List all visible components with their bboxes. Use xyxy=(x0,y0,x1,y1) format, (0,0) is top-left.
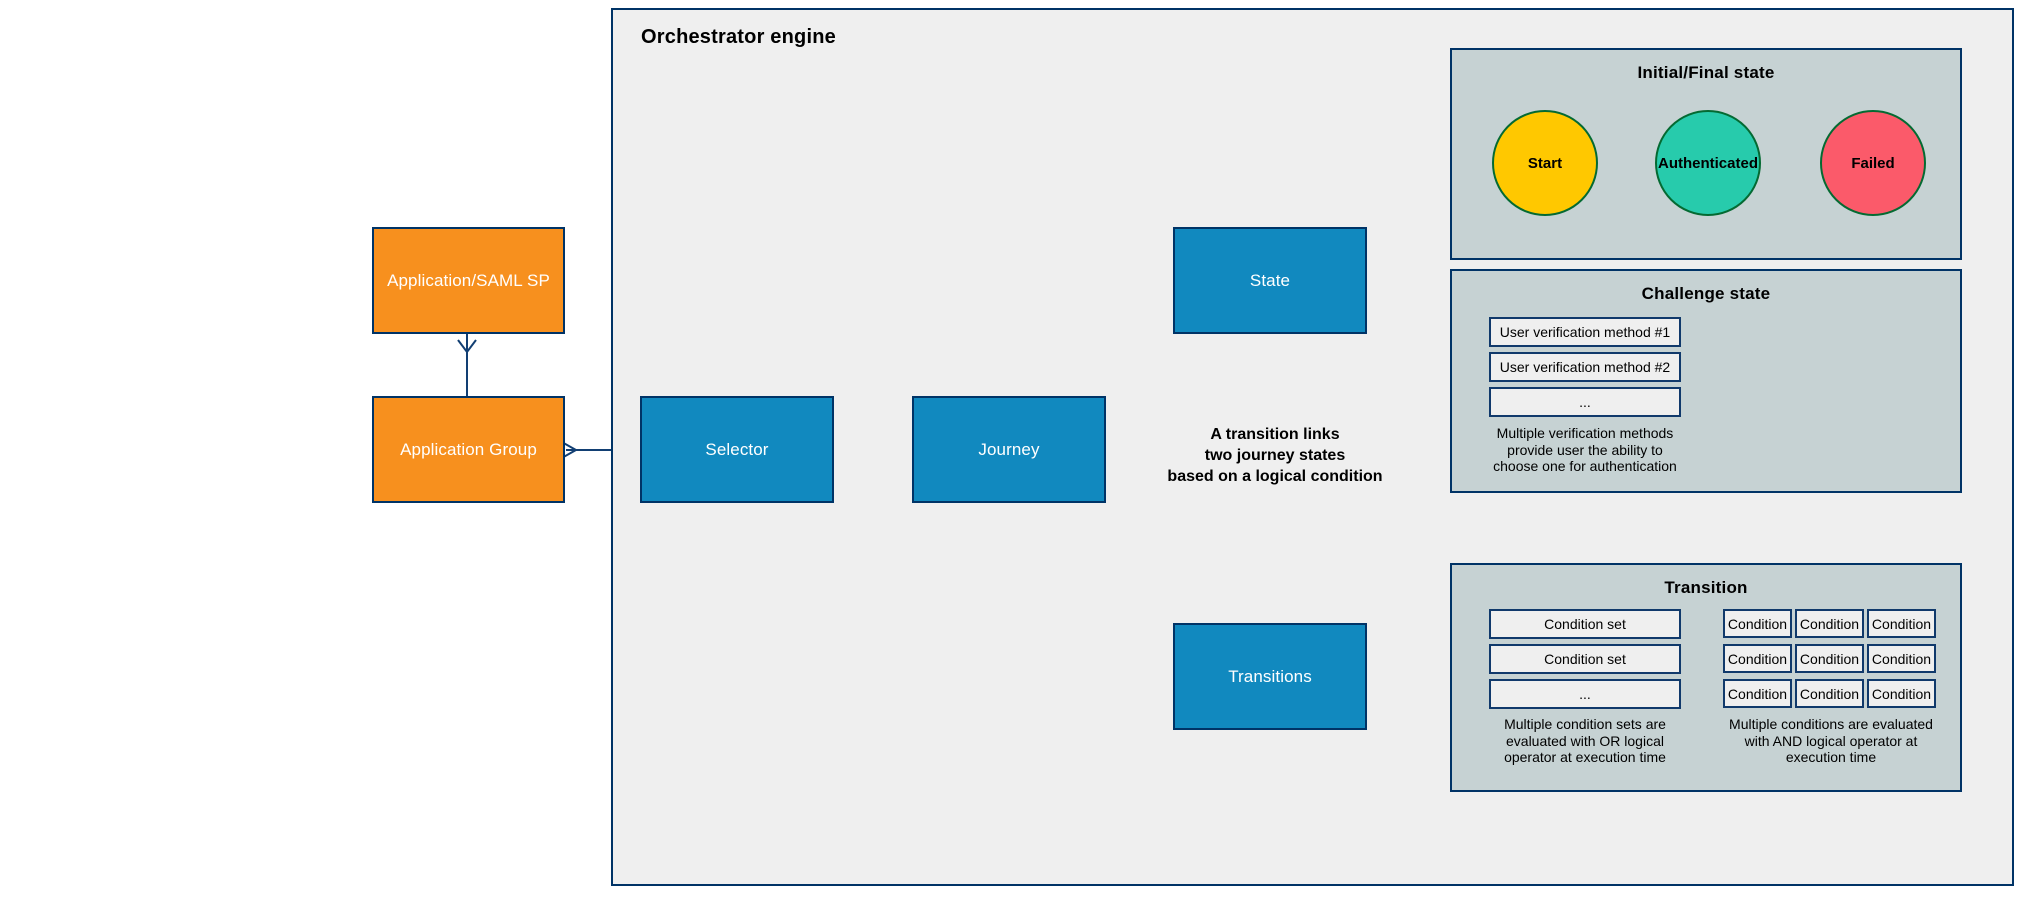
challenge-state-caption: Multiple verification methods provide us… xyxy=(1493,425,1677,475)
verification-method-more[interactable]: ... xyxy=(1489,387,1681,417)
condition-row-1: Condition Condition Condition xyxy=(1723,609,1936,638)
verification-method-2-label: User verification method #2 xyxy=(1499,359,1671,375)
transition-note: A transition links two journey states ba… xyxy=(1167,426,1383,485)
condition-cell[interactable]: Condition xyxy=(1867,644,1936,673)
condition-cell[interactable]: Condition xyxy=(1867,609,1936,638)
condition-cell-label: Condition xyxy=(1799,615,1860,632)
node-state-label: State xyxy=(1249,270,1291,290)
condition-cell-label: Condition xyxy=(1727,650,1788,667)
node-application-group-label: Application Group xyxy=(400,439,537,459)
node-transitions[interactable]: Transitions xyxy=(1173,623,1367,730)
condition-cell-label: Condition xyxy=(1871,650,1932,667)
node-journey[interactable]: Journey xyxy=(912,396,1106,503)
verification-method-more-label: ... xyxy=(1579,394,1591,410)
condition-set-2-label: Condition set xyxy=(1544,651,1626,667)
condition-set-more-label: ... xyxy=(1579,686,1591,702)
condition-cell[interactable]: Condition xyxy=(1723,679,1792,708)
node-application-saml-sp[interactable]: Application/SAML SP xyxy=(372,227,565,334)
circle-authenticated-label: Authenticated xyxy=(1657,154,1758,172)
condition-set-more[interactable]: ... xyxy=(1489,679,1681,709)
condition-cell[interactable]: Condition xyxy=(1795,609,1864,638)
condition-cell[interactable]: Condition xyxy=(1723,609,1792,638)
verification-method-1-label: User verification method #1 xyxy=(1499,324,1671,340)
circle-authenticated[interactable]: Authenticated xyxy=(1655,110,1761,216)
node-transitions-label: Transitions xyxy=(1228,666,1312,686)
node-selector[interactable]: Selector xyxy=(640,396,834,503)
condition-cell[interactable]: Condition xyxy=(1795,679,1864,708)
transition-title: Transition xyxy=(1664,578,1748,597)
verification-method-1[interactable]: User verification method #1 xyxy=(1489,317,1681,347)
initial-final-state-title: Initial/Final state xyxy=(1637,63,1775,82)
edge-app-to-appgroup xyxy=(457,334,477,396)
node-journey-label: Journey xyxy=(978,439,1040,459)
condition-set-2[interactable]: Condition set xyxy=(1489,644,1681,674)
condition-cell-label: Condition xyxy=(1871,685,1932,702)
circle-start[interactable]: Start xyxy=(1492,110,1598,216)
transition-panel: Transition xyxy=(1450,563,1962,792)
condition-set-1-label: Condition set xyxy=(1544,616,1626,632)
condition-set-1[interactable]: Condition set xyxy=(1489,609,1681,639)
conditions-caption: Multiple conditions are evaluated with A… xyxy=(1729,716,1933,766)
page-title: Orchestrator engine xyxy=(641,26,836,48)
condition-cell-label: Condition xyxy=(1727,615,1788,632)
condition-cell-label: Condition xyxy=(1727,685,1788,702)
condition-cell-label: Condition xyxy=(1871,615,1932,632)
condition-row-2: Condition Condition Condition xyxy=(1723,644,1936,673)
verification-method-2[interactable]: User verification method #2 xyxy=(1489,352,1681,382)
circle-failed[interactable]: Failed xyxy=(1820,110,1926,216)
node-application-group[interactable]: Application Group xyxy=(372,396,565,503)
circle-start-label: Start xyxy=(1527,154,1563,172)
condition-cell[interactable]: Condition xyxy=(1723,644,1792,673)
node-state[interactable]: State xyxy=(1173,227,1367,334)
condition-sets-caption: Multiple condition sets are evaluated wi… xyxy=(1504,716,1666,766)
condition-cell[interactable]: Condition xyxy=(1867,679,1936,708)
node-application-saml-sp-label: Application/SAML SP xyxy=(387,270,550,290)
condition-cell-label: Condition xyxy=(1799,685,1860,702)
condition-row-3: Condition Condition Condition xyxy=(1723,679,1936,708)
condition-cell[interactable]: Condition xyxy=(1795,644,1864,673)
node-selector-label: Selector xyxy=(705,439,769,459)
challenge-state-title: Challenge state xyxy=(1641,284,1771,303)
condition-cell-label: Condition xyxy=(1799,650,1860,667)
circle-failed-label: Failed xyxy=(1851,154,1895,172)
